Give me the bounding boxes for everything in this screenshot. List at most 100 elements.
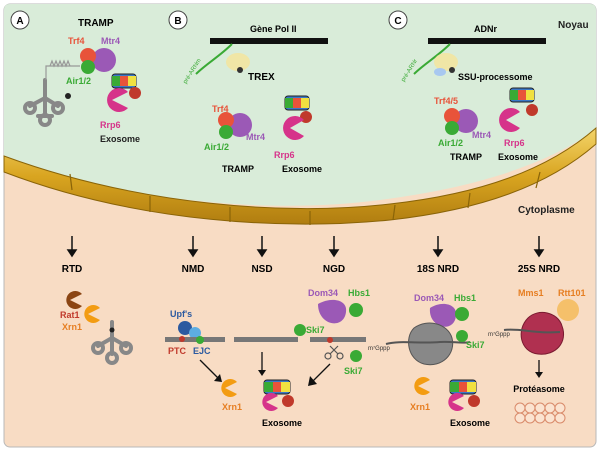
nrd18-ribosome <box>408 322 454 366</box>
nrd25-to-proteasome-arrowhead <box>535 372 543 378</box>
pathway-ngd: NGD <box>323 264 345 275</box>
nrd18-mrna <box>385 340 471 345</box>
c-air-label: Air1/2 <box>438 138 463 148</box>
nmd-to-xrn1-arrow <box>199 359 221 381</box>
pathway-25s-nrd: 25S NRD <box>518 264 560 275</box>
nucleus-label: Noyau <box>558 20 589 31</box>
rtd-xrn1-label: Xrn1 <box>62 322 82 332</box>
nmd-upfs-label: Upf's <box>170 309 192 319</box>
ngd-cleavage-scissors <box>324 345 344 360</box>
nrd25-ribosome <box>520 311 564 355</box>
b-nascent-rna <box>195 43 233 75</box>
cytoplasm-label: Cytoplasme <box>518 205 575 216</box>
nsd-ski7-protein <box>294 324 306 336</box>
nrd18-exosome-label: Exosome <box>450 418 490 428</box>
pathway-18s-nrd: 18S NRD <box>417 264 459 275</box>
b-gene-dna <box>210 38 328 44</box>
a-exosome-label: Exosome <box>100 134 140 144</box>
nmd-ejc-marker <box>196 336 204 344</box>
nsd-to-exosome-arrowhead <box>258 370 266 376</box>
a-rna-cap <box>65 93 71 99</box>
c-pol1-complex <box>434 53 458 76</box>
nrd18-ski7-label: Ski7 <box>466 340 485 350</box>
nrd25-rtt101-protein <box>557 299 579 321</box>
nmd-xrn1-pacman <box>221 379 237 398</box>
rtd-xrn1-pacman <box>84 305 100 323</box>
ngd-ski7-label: Ski7 <box>344 366 363 376</box>
nmd-mrna <box>165 337 225 342</box>
nmd-nsd-exosome <box>263 379 294 407</box>
ngd-stall-marker <box>327 337 333 343</box>
nrd18-cap-label: m⁷Gppp <box>368 345 391 352</box>
nmd-ptc-label: PTC <box>168 346 187 356</box>
a-exosome <box>111 73 141 99</box>
nmd-xrn1-label: Xrn1 <box>222 402 242 412</box>
nrd18-rrp6-pacman <box>448 392 464 411</box>
nrd18-exosome <box>449 379 480 407</box>
nrd18-xrn1-pacman <box>414 377 430 395</box>
b-rrp6-label: Rrp6 <box>274 150 295 160</box>
nrd18-xrn1-label: Xrn1 <box>410 402 430 412</box>
a-trna-icon <box>23 78 65 127</box>
panel-b-badge <box>168 10 188 30</box>
ngd-hbs1-protein <box>349 303 363 317</box>
nuclear-envelope <box>3 126 597 225</box>
nrd25-mms1-label: Mms1 <box>518 288 544 298</box>
b-exosome-label: Exosome <box>282 164 322 174</box>
pathway-nsd: NSD <box>251 264 272 275</box>
nsd-mrna <box>234 337 298 342</box>
nrd18-dom34-label: Dom34 <box>414 293 444 303</box>
b-air-label: Air1/2 <box>204 142 229 152</box>
rtd-rat1-label: Rat1 <box>60 310 80 320</box>
ngd-dom34-label: Dom34 <box>308 288 338 298</box>
envelope-pores <box>69 171 541 225</box>
panel-a-badge <box>10 10 30 30</box>
ngd-dom34-protein <box>318 299 347 324</box>
ngd-mrna <box>310 337 366 342</box>
nrd18-ski7-protein <box>456 330 468 342</box>
nmd-nsd-rrp6-pacman <box>262 392 278 411</box>
b-trex-label: TREX <box>248 72 275 83</box>
ngd-to-exosome-arrowhead <box>308 376 317 386</box>
b-tramp-label: TRAMP <box>222 164 254 174</box>
a-tramp-label: TRAMP <box>78 18 114 29</box>
pathway-arrows <box>66 236 545 258</box>
c-gene-dna <box>428 38 546 44</box>
pathway-nmd: NMD <box>182 264 205 275</box>
c-rrp6-pacman <box>499 108 520 132</box>
b-rrp6-pacman <box>283 116 304 140</box>
nrd18-hbs1-protein <box>455 307 469 321</box>
c-exosome <box>509 87 538 116</box>
ngd-ski7-protein <box>350 350 362 362</box>
panel-c-letter: C <box>394 16 401 27</box>
panel-a-letter: A <box>16 16 23 27</box>
rtd-cap <box>109 327 115 333</box>
c-nascent-rna <box>413 43 451 75</box>
a-tramp-complex <box>80 48 116 74</box>
panel-b-letter: B <box>174 16 181 27</box>
a-air-label: Air1/2 <box>66 76 91 86</box>
rtd-rat1-pacman <box>66 291 82 310</box>
b-gene-label: Gène Pol II <box>250 24 297 34</box>
nrd25-mrna <box>503 328 561 334</box>
b-trf4-label: Trf4 <box>212 104 229 114</box>
nmd-to-xrn1-arrowhead <box>214 374 222 382</box>
panel-c-badge <box>388 10 408 30</box>
b-tramp-complex <box>218 112 252 139</box>
nrd25-proteasome-label: Protéasome <box>513 384 565 394</box>
nrd25-rtt101-label: Rtt101 <box>558 288 586 298</box>
c-gene-label: ADNr <box>474 24 497 34</box>
a-rrp6-label: Rrp6 <box>100 120 121 130</box>
c-tramp-label: TRAMP <box>450 152 482 162</box>
nmd-ejc-label: EJC <box>193 346 211 356</box>
ngd-to-exosome-arrow <box>311 363 331 383</box>
pathway-rtd: RTD <box>62 264 83 275</box>
a-polya-tail <box>45 59 80 80</box>
a-mtr4-label: Mtr4 <box>101 36 120 46</box>
a-trf4-label: Trf4 <box>68 36 85 46</box>
nrd18-dom34-protein <box>429 303 457 327</box>
c-tramp-complex <box>444 108 478 135</box>
c-rrp6-label: Rrp6 <box>504 138 525 148</box>
b-mtr4-label: Mtr4 <box>246 132 265 142</box>
